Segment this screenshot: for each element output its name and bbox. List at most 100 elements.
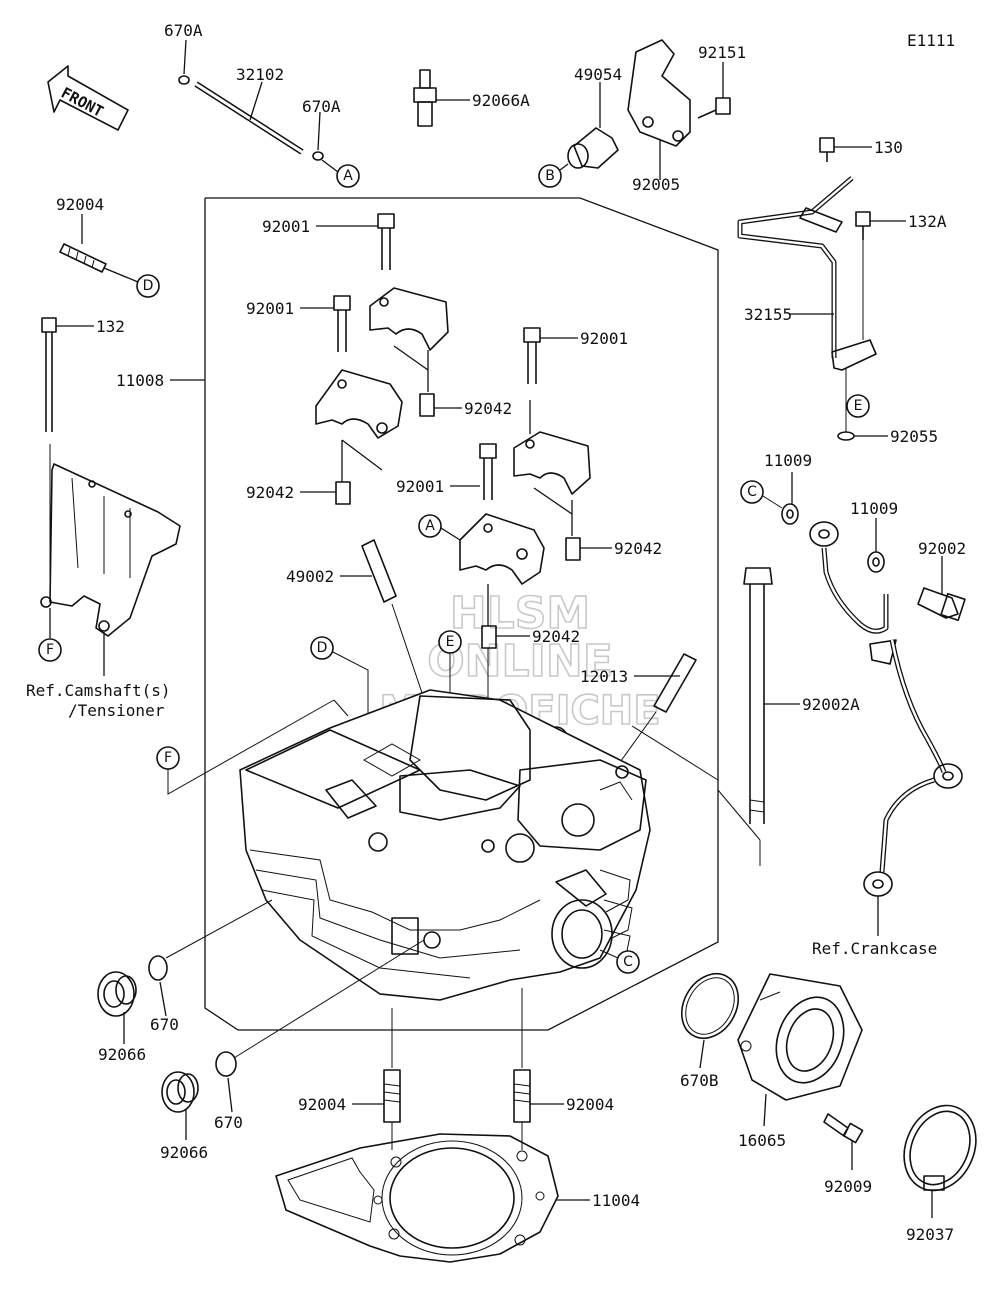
label-11008[interactable]: 11008 — [116, 371, 164, 390]
callout-c-right — [740, 480, 764, 504]
stud-92004-top[interactable] — [59, 214, 139, 283]
label-11009-a[interactable]: 11009 — [764, 451, 812, 470]
svg-text:C: C — [623, 954, 633, 970]
label-32102[interactable]: 32102 — [236, 65, 284, 84]
label-132[interactable]: 132 — [96, 317, 125, 336]
label-92001-b[interactable]: 92001 — [246, 299, 294, 318]
svg-text:HLSM: HLSM — [450, 588, 590, 639]
bolt-92001-c[interactable] — [523, 327, 578, 384]
label-92001-c[interactable]: 92001 — [580, 329, 628, 348]
label-92066-b[interactable]: 92066 — [160, 1143, 208, 1162]
label-92001-d[interactable]: 92001 — [396, 477, 444, 496]
svg-text:F: F — [46, 642, 54, 658]
callout-d-mid — [310, 636, 334, 660]
washer-11009-a[interactable] — [781, 472, 799, 525]
oring-670-a[interactable] — [148, 955, 168, 1017]
ref-tensioner[interactable]: /Tensioner — [68, 701, 165, 720]
label-92037[interactable]: 92037 — [906, 1225, 954, 1244]
stud-92004-right[interactable] — [513, 1069, 564, 1150]
bolt-130[interactable] — [819, 137, 872, 162]
pipe-32102[interactable] — [194, 81, 304, 155]
plug-92066-b[interactable] — [161, 1071, 199, 1140]
cylinder-head — [239, 689, 651, 1001]
label-132a[interactable]: 132A — [908, 212, 947, 231]
label-11009-b[interactable]: 11009 — [850, 499, 898, 518]
label-670-a[interactable]: 670 — [150, 1015, 179, 1034]
dowel-92042-b[interactable] — [300, 481, 351, 505]
stud-92004-left[interactable] — [352, 1069, 401, 1150]
label-92066a[interactable]: 92066A — [472, 91, 530, 110]
label-92042-c[interactable]: 92042 — [614, 539, 662, 558]
bolt-132a[interactable] — [855, 211, 906, 340]
cylinder-head-frame — [204, 197, 719, 1031]
bolt-132[interactable] — [41, 317, 94, 432]
oring-92055[interactable] — [837, 431, 888, 441]
label-11004[interactable]: 11004 — [592, 1191, 640, 1210]
callout-a-mid — [418, 514, 442, 538]
label-92004-top[interactable]: 92004 — [56, 195, 104, 214]
pipe-32155[interactable] — [737, 176, 877, 432]
label-92066-a[interactable]: 92066 — [98, 1045, 146, 1064]
cam-cap-2[interactable] — [315, 369, 403, 482]
holder-16065[interactable] — [737, 973, 863, 1127]
label-92001-a[interactable]: 92001 — [262, 217, 310, 236]
callout-b-top — [538, 164, 562, 188]
label-92042-a[interactable]: 92042 — [464, 399, 512, 418]
camshaft-guide-bracket — [40, 444, 181, 676]
label-92004-right[interactable]: 92004 — [566, 1095, 614, 1114]
label-670b[interactable]: 670B — [680, 1071, 719, 1090]
cam-cap-3[interactable] — [513, 400, 591, 536]
clamp-92037[interactable] — [891, 1094, 989, 1218]
outlet-92005[interactable] — [627, 39, 691, 180]
oring-670-b[interactable] — [215, 1051, 237, 1113]
cam-cap-4[interactable] — [459, 513, 545, 626]
oil-pipe-assembly — [809, 521, 963, 936]
oring-670b[interactable] — [670, 964, 749, 1069]
callout-f-left — [38, 638, 62, 662]
bolt-92001-a[interactable] — [316, 213, 395, 270]
label-92042-d[interactable]: 92042 — [532, 627, 580, 646]
label-92055[interactable]: 92055 — [890, 427, 938, 446]
bolt-92001-d[interactable] — [450, 443, 497, 500]
bolt-92151[interactable] — [697, 62, 731, 119]
plug-92066-a[interactable] — [97, 971, 137, 1044]
label-49054[interactable]: 49054 — [574, 65, 622, 84]
label-92005[interactable]: 92005 — [632, 175, 680, 194]
callout-a-top — [336, 164, 360, 188]
dowel-92042-a[interactable] — [419, 393, 462, 417]
label-49002[interactable]: 49002 — [286, 567, 334, 586]
svg-text:D: D — [143, 278, 154, 294]
bolt-92009[interactable] — [823, 1113, 864, 1170]
ref-camshaft[interactable]: Ref.Camshaft(s) — [26, 681, 171, 700]
washer-11009-b[interactable] — [867, 518, 885, 573]
ref-crankcase[interactable]: Ref.Crankcase — [812, 939, 937, 958]
callout-d-left — [136, 274, 160, 298]
svg-text:E: E — [854, 398, 863, 414]
label-16065[interactable]: 16065 — [738, 1131, 786, 1150]
oring-670a-second[interactable] — [312, 111, 339, 173]
label-92042-b[interactable]: 92042 — [246, 483, 294, 502]
bolt-92002a[interactable] — [743, 567, 800, 824]
label-670a-top[interactable]: 670A — [164, 21, 203, 40]
bolt-92001-b[interactable] — [300, 295, 351, 352]
label-670a-second[interactable]: 670A — [302, 97, 341, 116]
label-92004-left[interactable]: 92004 — [298, 1095, 346, 1114]
label-92009[interactable]: 92009 — [824, 1177, 872, 1196]
diagram-code: E1111 — [907, 31, 955, 50]
label-670-b[interactable]: 670 — [214, 1113, 243, 1132]
label-130[interactable]: 130 — [874, 138, 903, 157]
label-92151[interactable]: 92151 — [698, 43, 746, 62]
label-92002[interactable]: 92002 — [918, 539, 966, 558]
bolt-92002[interactable] — [917, 556, 966, 622]
plug-49054[interactable] — [559, 82, 619, 171]
label-32155[interactable]: 32155 — [744, 305, 792, 324]
oring-670a-top[interactable] — [178, 39, 190, 85]
head-gasket-11004[interactable] — [275, 1133, 590, 1263]
sensor-92066a[interactable] — [413, 69, 470, 127]
cam-cap-1[interactable] — [369, 287, 449, 392]
label-12013[interactable]: 12013 — [580, 667, 628, 686]
callout-e-right — [846, 394, 870, 418]
dowel-92042-c[interactable] — [565, 537, 612, 561]
label-92002a[interactable]: 92002A — [802, 695, 860, 714]
